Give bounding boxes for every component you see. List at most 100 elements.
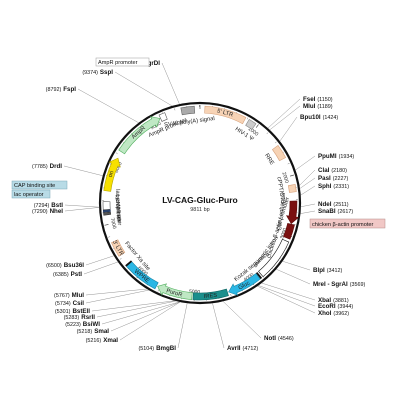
tick-mark [108,236,111,238]
tick-mark [174,108,176,111]
feature-cppt [287,183,297,193]
feature-ampprom [158,112,168,122]
site-label: (5301)BstEII [55,308,90,315]
site-label: PasI(2227) [318,175,349,182]
lac-operator-box [11,189,51,199]
site-label: ClaI(2180) [318,167,347,174]
site-leader [119,301,181,341]
tick-mark [255,124,259,128]
tick-mark [104,224,109,226]
site-label: PpuMI(1934) [318,153,354,160]
site-leader [295,155,316,171]
feature-gluc [228,273,261,296]
site-leader [85,289,149,304]
tick-mark [246,117,249,120]
site-leader [91,300,175,312]
chicken-promoter-label: chicken β-actin promoter [312,222,373,228]
tick-mark [266,132,269,135]
site-label: (5734)CsiI [55,300,84,307]
site-leader [258,285,316,307]
tick-mark [230,293,232,296]
tick-mark [289,174,295,177]
site-label: AvrII(4712) [227,345,258,352]
feature-ori [103,157,121,192]
feature-label-lacpro: lac promoter [114,189,121,221]
site-label: XhoI(3962) [318,310,349,317]
site-leader [85,288,148,296]
site-label: (8792)FspI [46,86,77,93]
feature-ires [192,288,229,301]
feature-label-cppt: cPPT/CTS [275,176,285,204]
feature-lacpro [102,201,111,211]
site-leader [177,303,188,349]
site-leader [101,301,180,325]
feature-sv40 [180,105,196,116]
feature-rre [271,144,287,162]
site-leader [110,301,180,332]
lac-operator-label: lac operator [14,192,44,198]
feature-label-lacop: lac operator [113,195,122,226]
cap-binding-box [11,180,68,190]
site-label: Bpu10I(1424) [300,114,338,121]
site-leader [282,261,311,271]
site-leader [96,300,176,318]
cap-binding-label: CAP binding site [14,183,55,189]
site-label: (5216)XmaI [86,337,119,344]
site-label: BlpI(3412) [313,267,342,274]
site-leader [300,185,316,196]
site-label: (5767)MluI [54,292,84,299]
site-leader [85,255,114,266]
site-label: (9374)SspI [82,69,113,76]
site-leader [161,62,180,105]
site-label: (7294)BstI [34,202,64,209]
feature-ltr3 [111,239,126,257]
site-label: NotI(4546) [264,335,294,342]
site-label: (7290)NheI [32,208,63,215]
tick-label: 2000 [281,171,290,184]
site-leader [300,203,316,207]
feature-m13 [103,211,112,216]
feature-label-rre: RRE [263,153,275,167]
site-label: XbaI(3881) [318,297,349,304]
site-leader [114,71,173,107]
tick-mark [287,163,290,165]
site-label: (5218)SmaI [77,328,110,335]
site-leader [83,261,119,275]
site-label: (6500)Bsu36I [46,262,84,269]
feature-layer [102,105,300,301]
tick-mark [119,258,122,260]
site-leader [299,169,316,186]
tick-mark [115,152,118,154]
site-leader [64,207,100,212]
site-label: MluI(1189) [303,103,333,110]
site-leader [267,98,301,129]
site-label: SnaBI(2617) [318,208,353,215]
feature-label-sv40: SV40 poly(A) signal [164,116,215,128]
feature-hiv1psi [245,118,257,130]
feature-ampr [118,116,161,155]
tick-label: 5000 [189,289,201,296]
site-leader [63,165,103,176]
site-leader [300,210,316,214]
feature-cmv [286,200,300,225]
feature-label-cmv: CMV enhancer [277,192,287,231]
tick-label: 6000 [136,265,149,277]
feature-label-ires: IRES [203,293,217,300]
feature-label-ltr5: 5' LTR [216,108,233,118]
ampr-promoter-box [95,57,150,67]
plasmid-size: 9811 bp [190,207,209,213]
chicken-promoter-box [309,218,386,229]
feature-kozak [255,272,263,280]
feature-label-gluc: Gluc [238,280,251,291]
feature-ltr5 [204,105,247,125]
site-label: (7785)DrdI [32,163,62,170]
backbone-circle [98,101,302,305]
feature-puror [157,283,193,300]
site-leader [261,282,316,301]
site-label: (5283)RsrII [64,314,96,321]
site-leader [257,285,316,314]
tick-label: 3000 [279,227,289,240]
site-leader [269,105,301,131]
site-leader [77,88,139,123]
